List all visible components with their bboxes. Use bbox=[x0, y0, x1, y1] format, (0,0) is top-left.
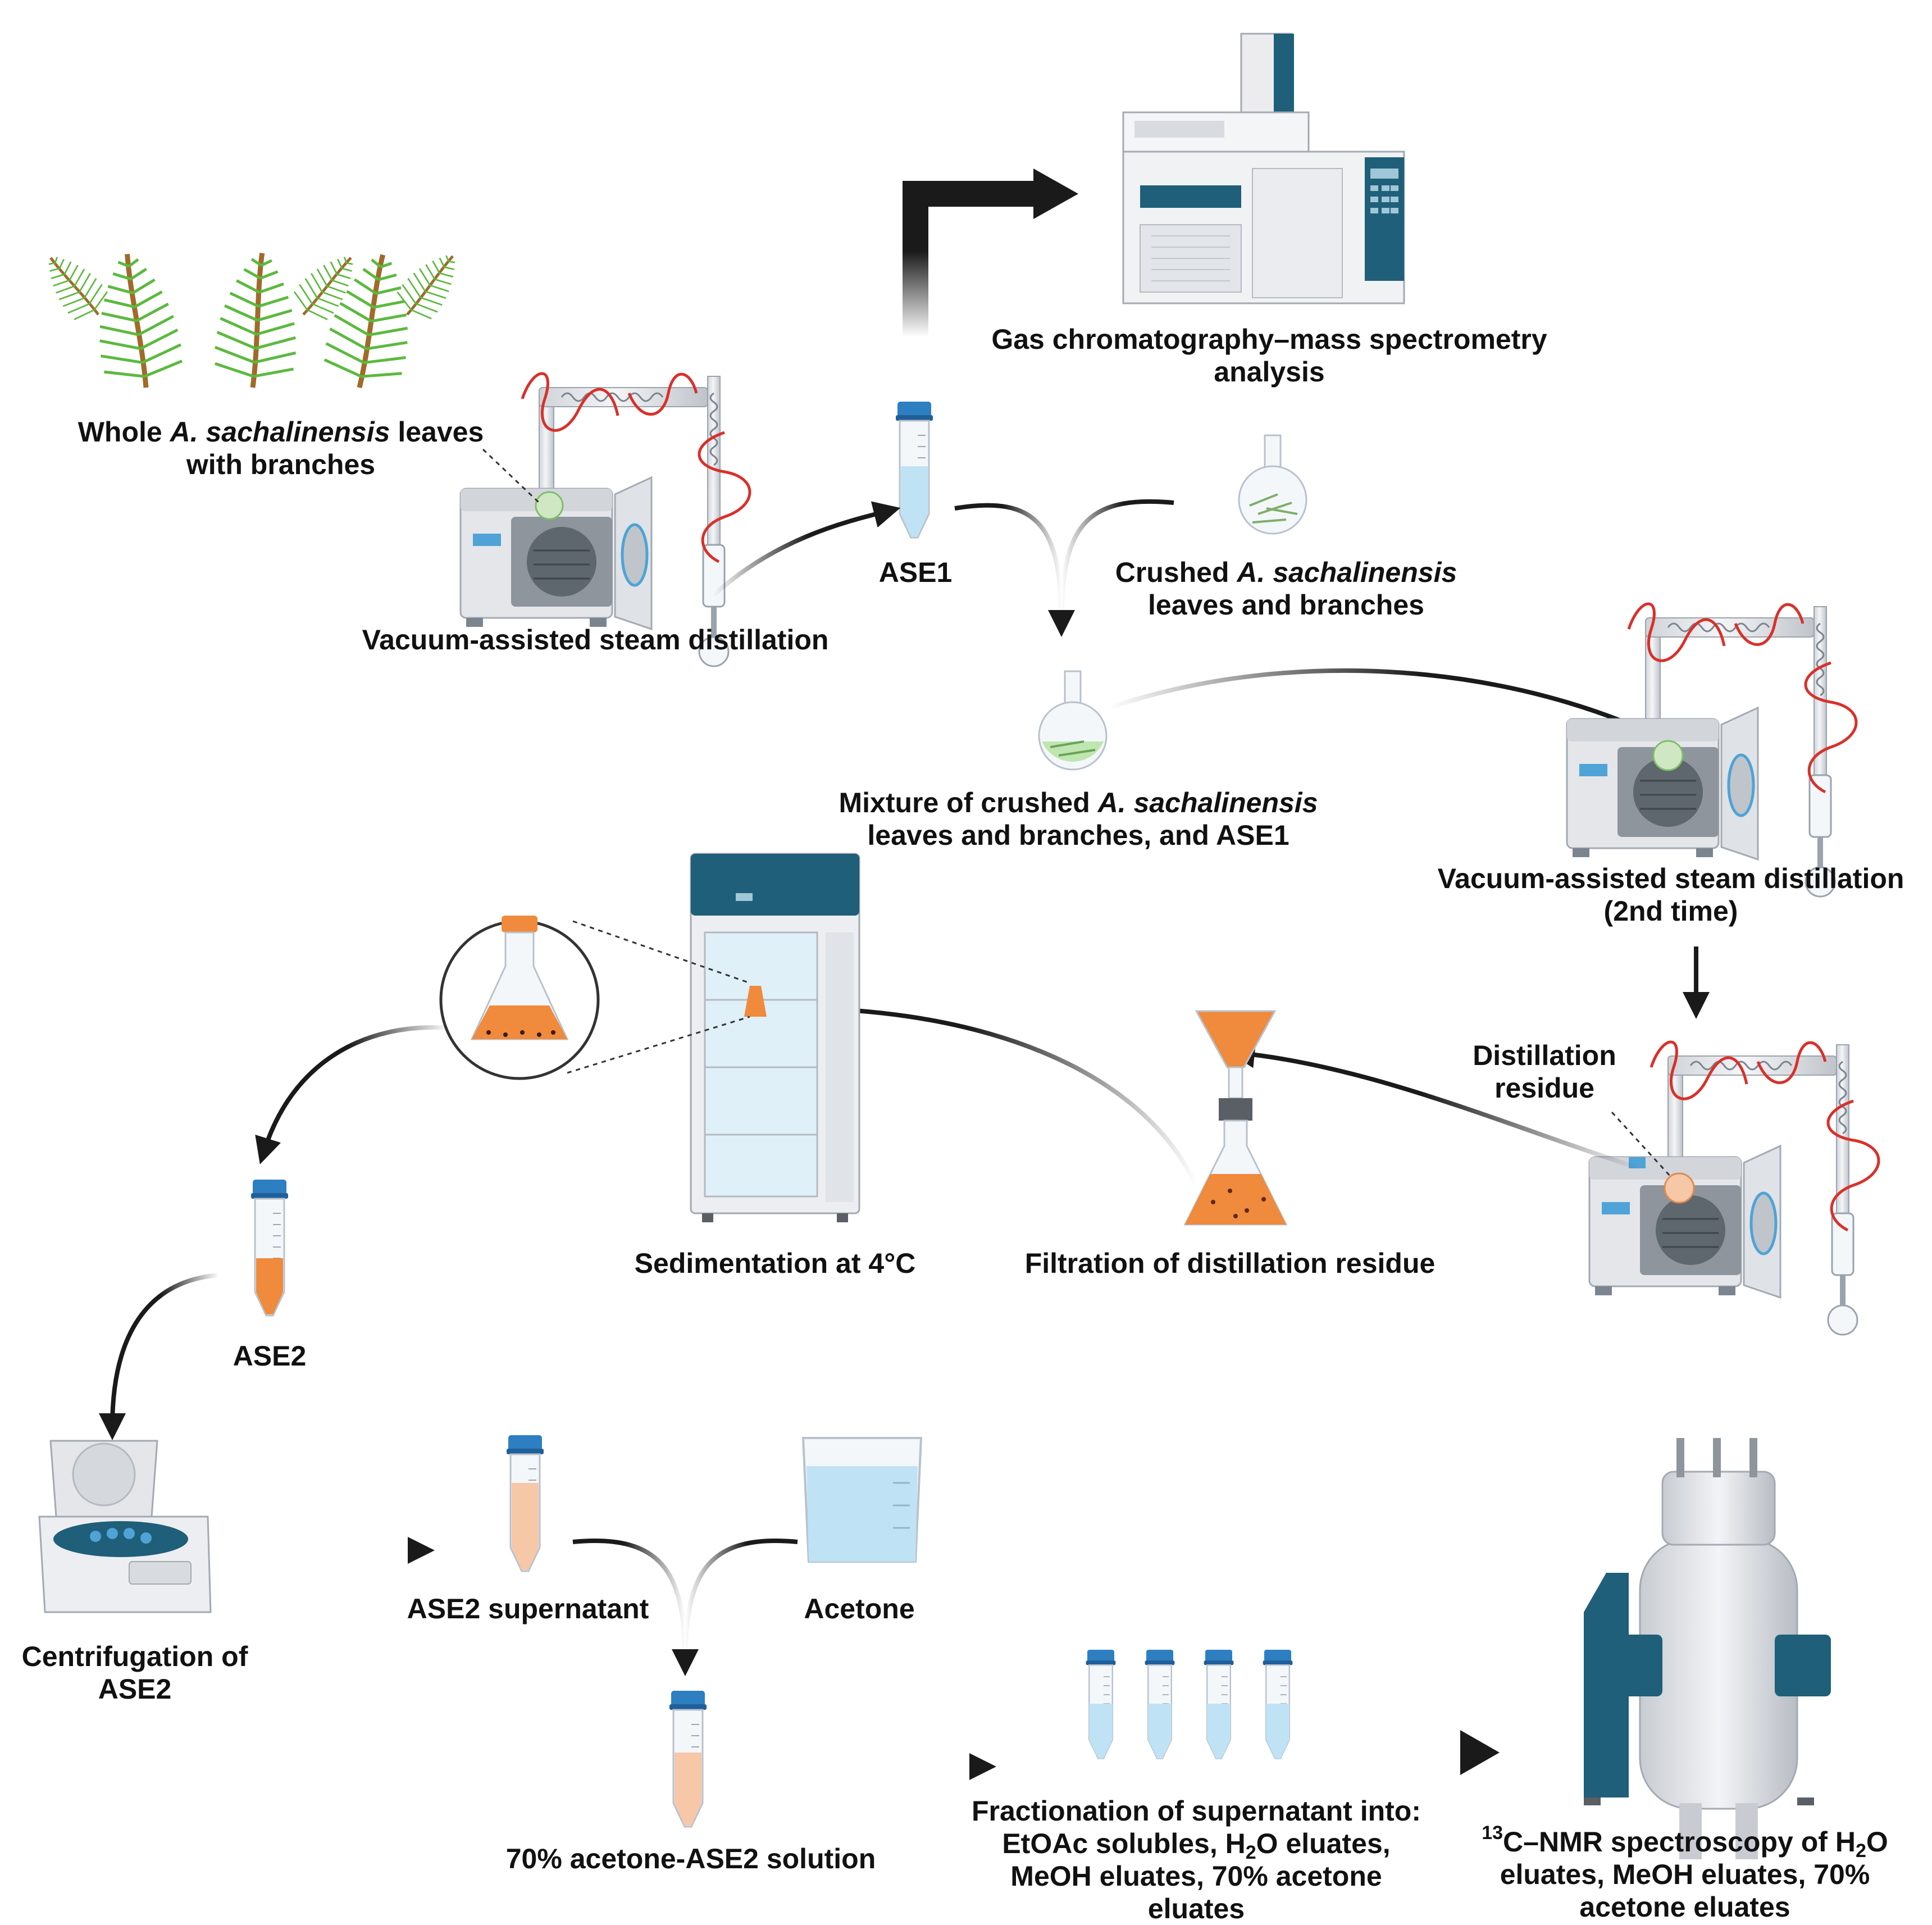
label-acetone: Acetone bbox=[804, 1593, 915, 1624]
arrow-to-nmr-head bbox=[1460, 1730, 1500, 1775]
label-acetone-solution: 70% acetone-ASE2 solution bbox=[505, 1843, 876, 1874]
merge-arrow-supernatant bbox=[572, 1539, 687, 1663]
oven-flask-1 bbox=[535, 491, 564, 520]
nmr-spectrometer bbox=[1584, 1438, 1831, 1859]
arrow-to-gcms-head bbox=[1033, 169, 1078, 219]
arrow-to-ase2 bbox=[255, 1025, 450, 1164]
label-vacuum-distillation-1: Vacuum-assisted steam distillation bbox=[362, 624, 829, 656]
supernatant-liquid bbox=[512, 1483, 539, 1570]
label-ase2: ASE2 bbox=[233, 1340, 307, 1372]
magnified-flask bbox=[439, 916, 750, 1080]
ase2-liquid bbox=[256, 1258, 283, 1314]
label-mixture: Mixture of crushed A. sachalinensis leav… bbox=[839, 787, 1318, 851]
label-supernatant: ASE2 supernatant bbox=[407, 1593, 649, 1624]
merge-arrow-right bbox=[1048, 499, 1174, 637]
label-whole-leaves: Whole A. sachalinensis leaves with branc… bbox=[78, 416, 484, 480]
centrifuge bbox=[38, 1440, 212, 1613]
ase1-liquid bbox=[901, 466, 928, 536]
arrow-to-centrifuge bbox=[99, 1273, 220, 1440]
filtration-setup bbox=[1183, 1010, 1288, 1226]
label-sedimentation: Sedimentation at 4°C bbox=[634, 1248, 916, 1279]
acetone-beaker bbox=[801, 1437, 923, 1563]
label-distillation-residue: Distillation residue bbox=[1473, 1040, 1616, 1104]
plant-leaves-image bbox=[34, 243, 471, 395]
crushed-leaves-flask bbox=[1238, 434, 1307, 535]
label-nmr: 13C–NMR spectroscopy of H2O eluates, MeO… bbox=[1482, 1822, 1888, 1923]
gcms-instrument bbox=[1122, 33, 1405, 304]
arrow-to-ase1 bbox=[712, 501, 901, 597]
label-ase1: ASE1 bbox=[878, 557, 953, 588]
arrow-to-filtration bbox=[1228, 1041, 1641, 1171]
steam-distillation-apparatus-2 bbox=[1567, 604, 1856, 896]
pointer-line-1 bbox=[482, 448, 540, 504]
label-vacuum-distillation-2: Vacuum-assisted steam distillation (2nd … bbox=[1437, 863, 1904, 927]
acetone-solution-liquid bbox=[675, 1753, 701, 1826]
fraction-tubes bbox=[1085, 1649, 1293, 1759]
arrow-to-gcms bbox=[903, 181, 1039, 337]
arrow-to-distillation-2 bbox=[1108, 668, 1692, 754]
refrigerator bbox=[690, 853, 860, 1222]
label-gcms: Gas chromatography–mass spectrometry ana… bbox=[991, 324, 1547, 388]
merge-arrow-left bbox=[954, 503, 1064, 624]
label-crushed-leaves: Crushed A. sachalinensis leaves and bran… bbox=[1115, 557, 1457, 621]
label-fractionation: Fractionation of supernatant into: EtOAc… bbox=[972, 1795, 1421, 1924]
label-centrifugation: Centrifugation of ASE2 bbox=[21, 1641, 248, 1705]
crushed-leaves-contents bbox=[1249, 493, 1298, 524]
pointer-line-residue bbox=[1611, 1111, 1672, 1178]
merge-arrow-acetone bbox=[672, 1539, 798, 1676]
label-filtration: Filtration of distillation residue bbox=[1024, 1248, 1436, 1279]
